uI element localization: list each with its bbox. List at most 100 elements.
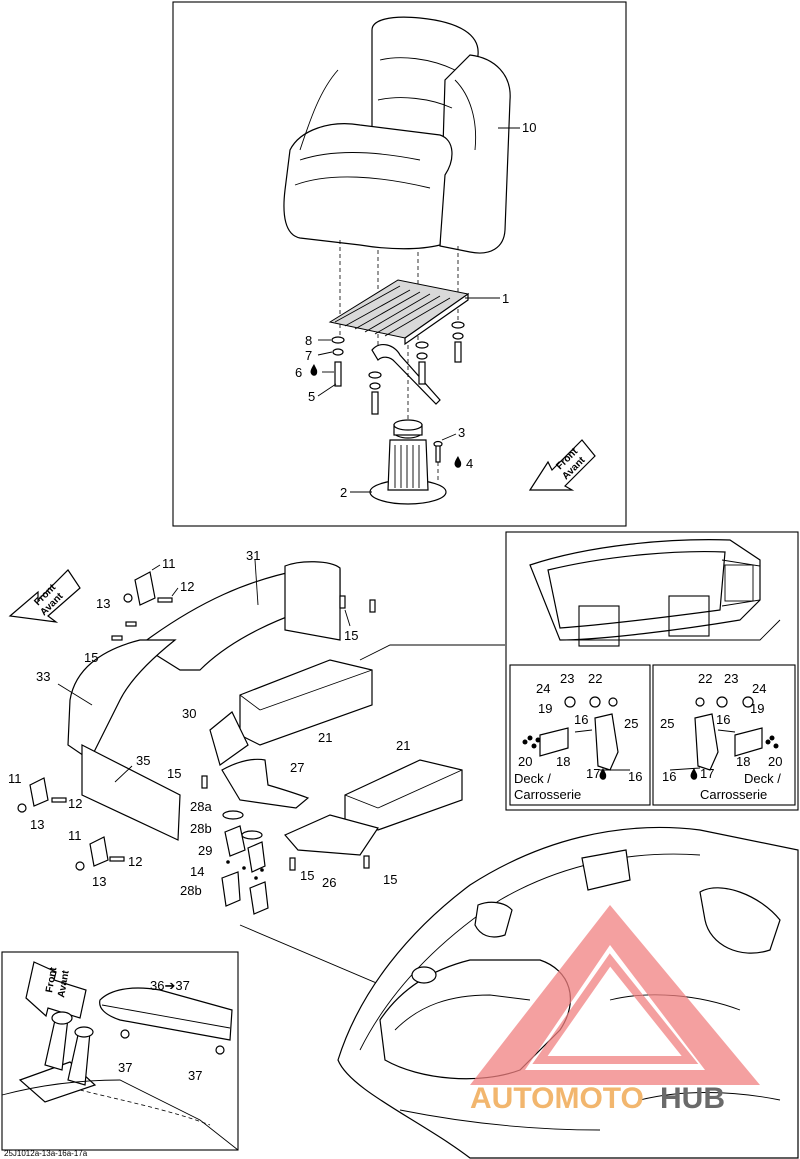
oil-drop-icon bbox=[690, 768, 698, 780]
callout-28b-1: 28b bbox=[190, 821, 212, 836]
seat-pedestal bbox=[369, 419, 447, 505]
hinge-detail-right bbox=[652, 664, 796, 806]
callout-37a: 37 bbox=[118, 1060, 132, 1075]
adjust-lever bbox=[371, 343, 441, 405]
callout-27: 27 bbox=[290, 760, 304, 775]
callout-26: 26 bbox=[322, 875, 336, 890]
svg-text:HUB: HUB bbox=[660, 1082, 725, 1115]
armrest-cushion bbox=[99, 987, 233, 1055]
callout-15a: 15 bbox=[84, 650, 98, 665]
throttle-console bbox=[1, 1011, 239, 1151]
cushion-21b bbox=[344, 759, 463, 831]
callout-2: 2 bbox=[340, 485, 347, 500]
callout-13c: 13 bbox=[92, 874, 106, 889]
cushion-33 bbox=[67, 639, 177, 761]
detail-callout-e22: 22 bbox=[698, 671, 712, 686]
detail-callout-e25: 25 bbox=[660, 716, 674, 731]
detail-callout-e24: 24 bbox=[752, 681, 766, 696]
front-arrow-2: Front Avant bbox=[8, 569, 81, 623]
detail-callout-25: 25 bbox=[624, 716, 638, 731]
svg-text:AUTOMOTO: AUTOMOTO bbox=[470, 1082, 644, 1115]
callout-37b: 37 bbox=[188, 1068, 202, 1083]
seat-assembly-frame bbox=[172, 1, 627, 527]
callout-29: 29 bbox=[198, 843, 212, 858]
detail-callout-20: 20 bbox=[518, 754, 532, 769]
callout-28a: 28a bbox=[190, 799, 212, 814]
detail-callout-e17: 17 bbox=[700, 766, 714, 781]
callout-28b-2: 28b bbox=[180, 883, 202, 898]
callout-5: 5 bbox=[308, 389, 315, 404]
hatch-lid bbox=[529, 539, 781, 641]
cup-holders bbox=[221, 810, 269, 915]
cushion-31-end bbox=[284, 561, 341, 641]
detail-callout-e20: 20 bbox=[768, 754, 782, 769]
deck-label-left-1: Deck / bbox=[514, 771, 551, 786]
callout-30: 30 bbox=[182, 706, 196, 721]
detail-callout-16b: 16 bbox=[628, 769, 642, 784]
detail-callout-e16a: 16 bbox=[716, 712, 730, 727]
cushion-21a bbox=[239, 659, 373, 746]
callout-13a: 13 bbox=[96, 596, 110, 611]
seat-mounting-plate bbox=[328, 279, 470, 346]
clip-group-2 bbox=[17, 777, 67, 813]
callout-6: 6 bbox=[295, 365, 302, 380]
detail-callout-17: 17 bbox=[586, 766, 600, 781]
callout-15c: 15 bbox=[167, 766, 181, 781]
screws-15a bbox=[111, 621, 137, 641]
callout-33: 33 bbox=[36, 669, 50, 684]
hinge-detail-frame bbox=[505, 531, 799, 811]
clip-group-1 bbox=[123, 571, 173, 606]
armrest-frame bbox=[1, 951, 239, 1151]
detail-callout-e19: 19 bbox=[750, 701, 764, 716]
screw-3 bbox=[433, 440, 443, 463]
reference-code: 25J1012a-13a-16a-17a bbox=[4, 1149, 88, 1158]
callout-21b: 21 bbox=[396, 738, 410, 753]
callout-10: 10 bbox=[522, 120, 536, 135]
callout-21a: 21 bbox=[318, 730, 332, 745]
detail-callout-23: 23 bbox=[560, 671, 574, 686]
detail-callout-16a: 16 bbox=[574, 712, 588, 727]
detail-callout-24: 24 bbox=[536, 681, 550, 696]
front-arrow-1: Front Avant bbox=[528, 439, 596, 491]
deck-label-right-1: Deck / bbox=[744, 771, 781, 786]
hinge-left-parts bbox=[522, 696, 630, 771]
fasteners-left bbox=[331, 321, 465, 415]
cushion-26 bbox=[284, 814, 379, 856]
detail-callout-18: 18 bbox=[556, 754, 570, 769]
screws-15b bbox=[339, 595, 376, 613]
callout-35: 35 bbox=[136, 753, 150, 768]
callout-36-37: 36➔37 bbox=[150, 978, 190, 993]
helm-seat bbox=[283, 16, 511, 254]
callout-12c: 12 bbox=[128, 854, 142, 869]
oil-drop-icon bbox=[454, 456, 462, 468]
clip-group-3 bbox=[75, 836, 125, 871]
callout-15b: 15 bbox=[344, 628, 358, 643]
callout-8: 8 bbox=[305, 333, 312, 348]
callout-7: 7 bbox=[305, 348, 312, 363]
svg-text:Front: Front bbox=[44, 966, 59, 994]
callout-31: 31 bbox=[246, 548, 260, 563]
detail-callout-e18: 18 bbox=[736, 754, 750, 769]
oil-drop-icon bbox=[310, 364, 318, 376]
detail-box-right bbox=[668, 595, 710, 637]
watermark: AUTOMOTO HUB bbox=[470, 905, 760, 1115]
callout-12a: 12 bbox=[180, 579, 194, 594]
callout-12b: 12 bbox=[68, 796, 82, 811]
callout-15e: 15 bbox=[383, 872, 397, 887]
detail-callout-19: 19 bbox=[538, 701, 552, 716]
svg-text:Avant: Avant bbox=[56, 969, 72, 999]
cushion-30 bbox=[209, 711, 249, 766]
detail-callout-e23: 23 bbox=[724, 671, 738, 686]
callout-11b: 11 bbox=[8, 771, 22, 786]
hinge-right-parts bbox=[669, 696, 779, 771]
deck-label-left-2: Carrosserie bbox=[514, 787, 581, 802]
callout-4: 4 bbox=[466, 456, 473, 471]
detail-callout-e16b: 16 bbox=[662, 769, 676, 784]
deck-label-right-2: Carrosserie bbox=[700, 787, 767, 802]
callout-15d: 15 bbox=[300, 868, 314, 883]
callout-14: 14 bbox=[190, 864, 204, 879]
callout-13b: 13 bbox=[30, 817, 44, 832]
callout-1: 1 bbox=[502, 291, 509, 306]
detail-box-left bbox=[578, 605, 620, 647]
hinge-detail-left bbox=[509, 664, 651, 806]
